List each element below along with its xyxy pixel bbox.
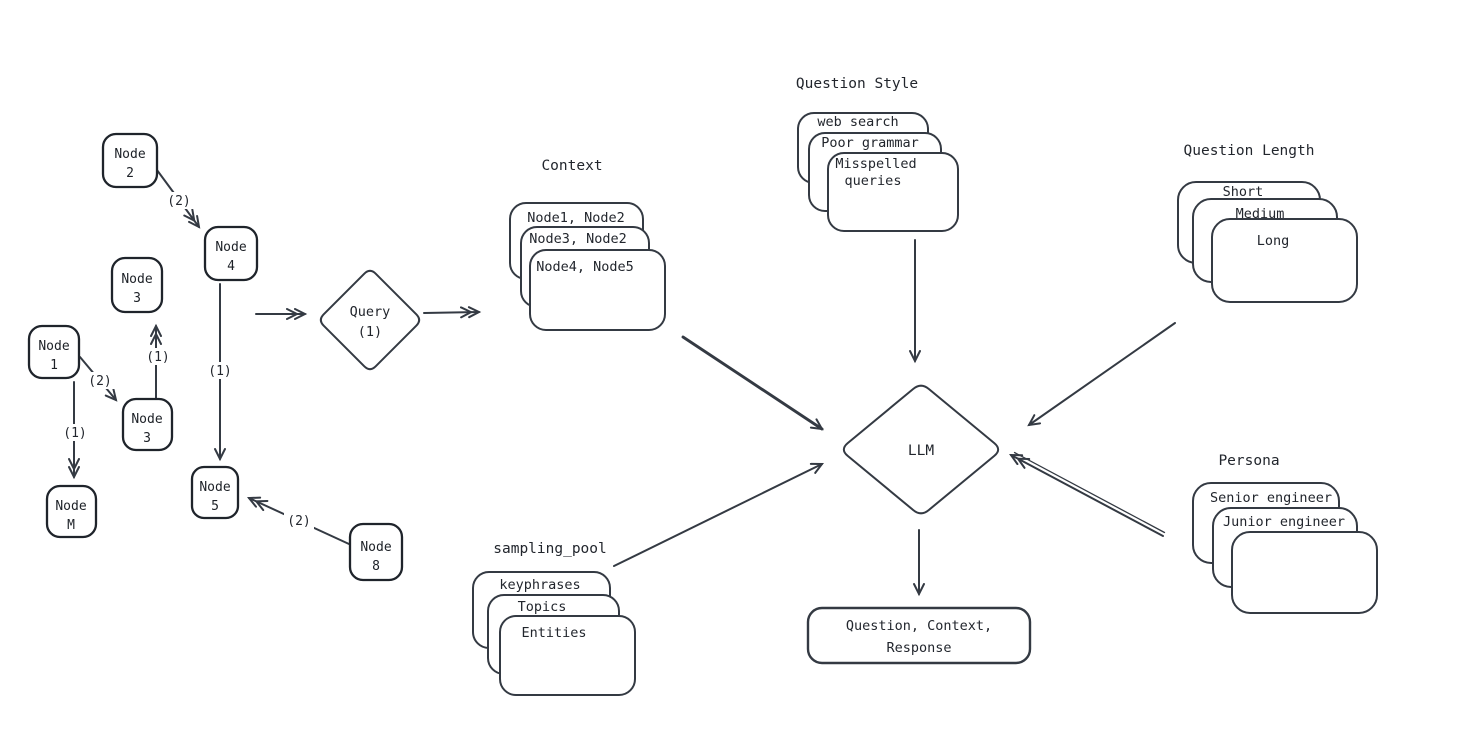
- graph-node-3-lower: Node 3: [121, 397, 174, 452]
- question-style-card-3: [827, 152, 959, 232]
- question-length-card-1-label: Short: [1223, 184, 1264, 200]
- sampling-pool-title: sampling_pool: [493, 541, 607, 557]
- question-style-stack: Question Style web search Poor grammar M…: [796, 76, 959, 232]
- arrow-context-to-llm: [681, 335, 824, 431]
- persona-card-2-label: Junior engineer: [1223, 514, 1345, 530]
- node-label-line2: 8: [372, 559, 380, 574]
- graph-cluster: (2) (1) (2) (1) (1) (2): [27, 132, 404, 582]
- node-label-line1: Node: [55, 499, 86, 514]
- edge-node8-to-node5: (2): [246, 496, 350, 545]
- graph-node-2: Node 2: [101, 132, 159, 189]
- edge-label: (2): [287, 514, 310, 529]
- llm-shape: [842, 384, 1000, 515]
- arrow-query-to-context: [423, 306, 482, 319]
- query-label-line2: (1): [358, 324, 382, 340]
- edge-label-bg: [164, 192, 194, 209]
- output-rect: [806, 606, 1032, 665]
- sampling-pool-card-3: [499, 615, 636, 696]
- graph-node-3-upper: Node 3: [110, 256, 164, 314]
- node-label-line2: 3: [133, 291, 141, 306]
- output-label-line2: Response: [886, 640, 951, 656]
- edge-label-bg: [143, 348, 173, 365]
- node-label-line2: 3: [143, 431, 151, 446]
- sampling-pool-card-2-label: Topics: [518, 599, 567, 615]
- node-box: [45, 484, 98, 539]
- arrow-question-length-to-llm: [1027, 322, 1176, 427]
- node-label-line2: 5: [211, 499, 219, 514]
- persona-card-3: [1231, 531, 1378, 614]
- persona-title: Persona: [1218, 453, 1279, 469]
- question-style-card-3-label-line1: Misspelled: [835, 156, 916, 172]
- context-card-1-label: Node1, Node2: [527, 210, 625, 226]
- arrow-sampling-pool-to-llm: [613, 462, 825, 567]
- arrow-line: [1009, 453, 1164, 537]
- persona-stack: Persona Senior engineer Junior engineer: [1192, 453, 1378, 614]
- output-box: Question, Context, Response: [806, 606, 1032, 665]
- node-label-line1: Node: [121, 272, 152, 287]
- question-style-card-3-label-line2: queries: [845, 173, 902, 189]
- question-length-title: Question Length: [1184, 143, 1315, 159]
- edge-label: (2): [88, 374, 111, 389]
- edge-label-bg: [60, 424, 90, 441]
- edge-label-bg: [205, 362, 235, 379]
- node-box: [203, 225, 259, 282]
- node-box: [101, 132, 159, 189]
- node-label-line2: M: [67, 518, 75, 533]
- context-card-2-label: Node3, Node2: [529, 231, 627, 247]
- node-label-line1: Node: [38, 339, 69, 354]
- question-length-card-3-label: Long: [1257, 233, 1290, 249]
- output-label-line1: Question, Context,: [846, 618, 992, 634]
- graph-node-1: Node 1: [27, 324, 81, 380]
- llm-label: LLM: [908, 443, 934, 459]
- question-length-stack: Question Length Short Medium Long: [1177, 143, 1358, 303]
- context-card-3-label: Node4, Node5: [536, 259, 634, 275]
- arrow-persona-to-llm: [1009, 451, 1166, 537]
- arrow-line-parallel: [1013, 451, 1166, 534]
- graph-node-5: Node 5: [190, 465, 240, 520]
- edge-label: (1): [208, 364, 231, 379]
- node-box: [110, 256, 164, 314]
- node-label-line2: 2: [126, 166, 134, 181]
- edge-node1-to-nodem: (1): [60, 381, 90, 480]
- context-stack: Context Node1, Node2 Node3, Node2 Node4,…: [509, 158, 666, 331]
- node-label-line1: Node: [131, 412, 162, 427]
- node-box: [121, 397, 174, 452]
- context-card-3: [529, 249, 666, 331]
- edge-label-bg: [284, 512, 314, 529]
- edge-label: (1): [146, 350, 169, 365]
- query-label-line1: Query: [350, 304, 391, 320]
- node-label-line1: Node: [199, 480, 230, 495]
- question-style-card-1-label: web search: [817, 114, 898, 130]
- question-length-card-3: [1211, 218, 1358, 303]
- llm-diamond: LLM: [842, 384, 1000, 515]
- question-style-title: Question Style: [796, 76, 918, 92]
- node-label-line1: Node: [114, 147, 145, 162]
- node-label-line2: 4: [227, 259, 235, 274]
- sampling-pool-stack: sampling_pool keyphrases Topics Entities: [472, 541, 636, 696]
- context-title: Context: [541, 158, 602, 174]
- node-label-line1: Node: [360, 540, 391, 555]
- edge-label: (1): [63, 426, 86, 441]
- query-shape: [319, 269, 421, 371]
- node-box: [27, 324, 81, 380]
- graph-node-m: Node M: [45, 484, 98, 539]
- graph-node-8: Node 8: [348, 522, 404, 582]
- question-style-card-2-label: Poor grammar: [821, 135, 919, 151]
- node-box: [348, 522, 404, 582]
- edge-node4-to-node5: (1): [205, 283, 235, 462]
- graph-node-4: Node 4: [203, 225, 259, 282]
- edge-node1-to-node3lower: (2): [79, 356, 118, 402]
- persona-card-1-label: Senior engineer: [1210, 490, 1332, 506]
- edge-label-bg: [85, 372, 115, 389]
- edge-node3lower-to-node3upper: (1): [143, 323, 173, 400]
- node-label-line1: Node: [215, 240, 246, 255]
- edge-node2-to-node4: (2): [153, 165, 201, 229]
- query-diamond: Query (1): [255, 269, 482, 371]
- sampling-pool-card-1-label: keyphrases: [499, 577, 580, 593]
- node-box: [190, 465, 240, 520]
- node-label-line2: 1: [50, 358, 58, 373]
- sampling-pool-card-3-label: Entities: [521, 625, 586, 641]
- edge-label: (2): [167, 194, 190, 209]
